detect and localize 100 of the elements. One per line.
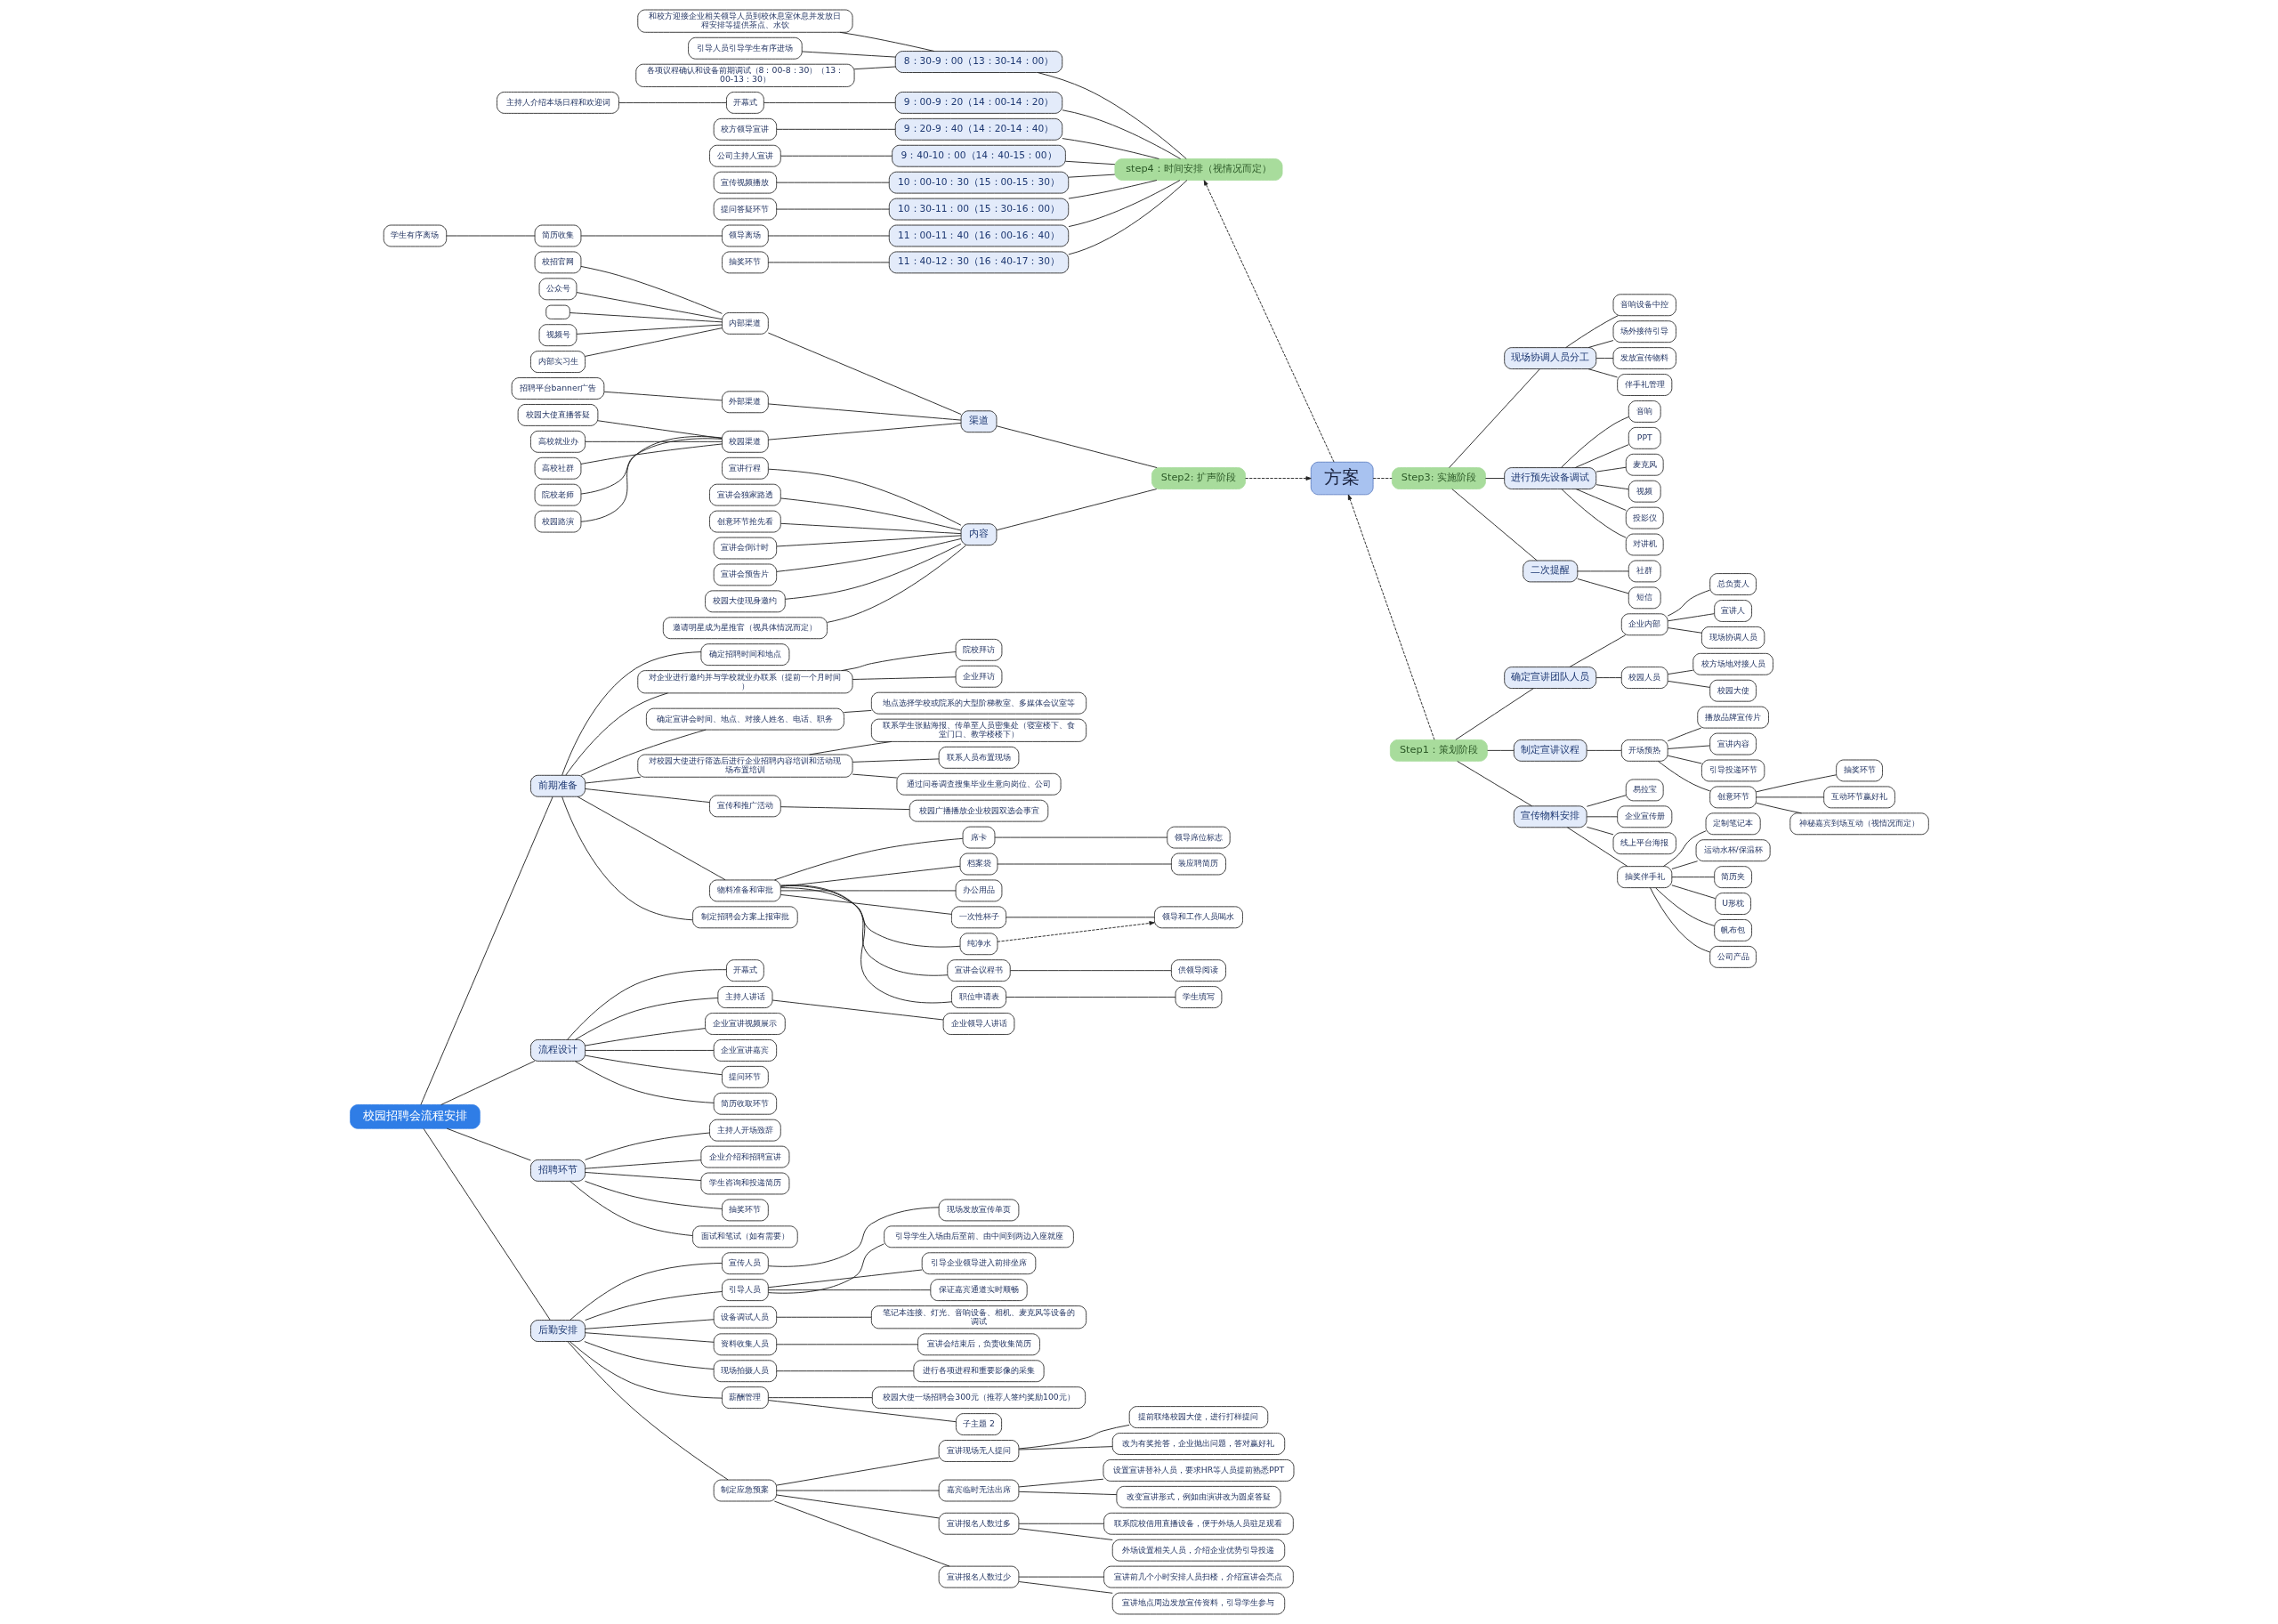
node-box: 院校拜访 (955, 638, 1002, 661)
connector (775, 1490, 940, 1491)
node-box: 现场协调人员 (1700, 626, 1765, 649)
connector (1454, 688, 1534, 740)
connector (1649, 887, 1710, 953)
node-box: 职位申请表 (950, 986, 1006, 1008)
node-box: 宣讲人 (1713, 600, 1752, 622)
connector (767, 403, 961, 421)
node-box: 视频号 (538, 324, 577, 347)
connector (767, 235, 889, 237)
node-box: 社群 (1628, 560, 1661, 583)
connector (767, 1400, 957, 1423)
connector (584, 776, 641, 784)
node-box: 领导离场 (721, 224, 769, 247)
connector (852, 758, 940, 763)
connector (775, 535, 961, 547)
node-box: 校园大使直播答疑 (517, 404, 598, 426)
connector (775, 1457, 940, 1486)
connector (446, 1127, 531, 1161)
node-box: 联系学生张贴海报、传单至人员密集处（寝室楼下、食堂门口、教学楼楼下） (870, 718, 1086, 742)
connector (1450, 489, 1538, 562)
node-box: 企业宣讲视频展示 (704, 1013, 786, 1035)
node-box: 简历收集 (534, 224, 581, 247)
node-box: 校园渠道 (721, 430, 769, 453)
node-box: 现场拍摄人员 (713, 1360, 777, 1383)
connector (852, 676, 956, 680)
node-box: 和校方迎接企业相关领导人员到校休息室休息并发放日程安排等提供茶点、水饮 (636, 9, 852, 33)
connector (775, 1370, 914, 1372)
connector (618, 101, 727, 103)
node-box: 外部渠道 (721, 391, 769, 414)
connector (1064, 160, 1115, 166)
connector (1372, 478, 1393, 479)
connector (1018, 1478, 1103, 1488)
node-box: 流程设计 (529, 1039, 586, 1062)
node-box: 学生咨询和投递简历 (699, 1172, 789, 1195)
connector (1595, 466, 1627, 473)
connector (569, 1262, 723, 1321)
node-box: 方案 (1310, 461, 1374, 496)
connector (561, 651, 701, 776)
connector (843, 709, 872, 713)
connector (1595, 484, 1629, 490)
node-box: step4：时间安排（视情况而定） (1114, 158, 1282, 181)
node-box: 神秘嘉宾到场互动（视情况而定） (1789, 812, 1929, 836)
node-box: 资料收集人员 (713, 1333, 777, 1356)
connector (1667, 627, 1702, 634)
connector (584, 440, 723, 442)
node-box: 改为有奖抢答，企业抛出问题，答对赢好礼 (1111, 1433, 1285, 1455)
connector (1667, 589, 1710, 617)
node-box: 各项议程确认和设备前期调试（8：00-8：30）（13：00-13：30） (634, 63, 854, 87)
node-box: 互动环节赢好礼 (1822, 786, 1895, 809)
node-box: 内容 (960, 523, 997, 546)
connector (1586, 795, 1627, 807)
connector (1456, 761, 1532, 807)
node-box: 引导企业领导进入前排坐席 (921, 1252, 1036, 1275)
node-box: 学生填写 (1175, 986, 1222, 1008)
connector (1018, 1446, 1113, 1450)
node-box: 高校社群 (534, 456, 581, 480)
node-box: 宣讲会独家路透 (708, 483, 781, 506)
connector (767, 1269, 923, 1289)
connector (775, 1316, 872, 1318)
connector (1005, 917, 1155, 918)
connector (1564, 315, 1619, 349)
node-box: 企业领导人讲话 (942, 1013, 1014, 1035)
node-box: 投影仪 (1625, 506, 1664, 529)
node-box: 纯净水 (959, 933, 998, 956)
connector (1587, 340, 1613, 349)
connector (1670, 885, 1716, 900)
node-box: 制定宣讲议程 (1513, 739, 1587, 762)
connector (1005, 997, 1175, 998)
node-box: 提问环节 (721, 1065, 769, 1088)
connector (1595, 358, 1613, 360)
node-box: 场外接待引导 (1612, 320, 1676, 343)
node-box: 企业拜访 (955, 665, 1002, 688)
connector (1018, 1491, 1117, 1496)
node-box: 校园大使现身邀约 (704, 590, 786, 613)
node-box: 地点选择学校或院系的大型阶梯教室、多媒体会议室等 (870, 691, 1086, 715)
connector (1662, 830, 1706, 868)
node-box: 对校园大使进行筛选后进行企业招聘内容培训和活动现场布置培训 (636, 754, 852, 778)
connector (584, 1172, 701, 1182)
connector (423, 1127, 551, 1321)
node-box: 引导人员引导学生有序进场 (687, 36, 803, 60)
connector (1654, 887, 1715, 926)
connector (997, 863, 1172, 865)
connector (597, 420, 723, 440)
connector (1657, 760, 1710, 792)
node-box: 10：00-10：30（15：00-15：30） (888, 171, 1069, 194)
connector (561, 796, 693, 921)
connector (584, 1291, 723, 1321)
connector (580, 436, 723, 522)
node-box: 内部渠道 (721, 312, 769, 335)
node-box: 抽奖环节 (721, 251, 769, 274)
connector (1569, 634, 1626, 667)
connector (775, 1344, 918, 1345)
connector (584, 1180, 723, 1209)
connector (767, 1207, 939, 1267)
node-box: 学生有序离场 (383, 224, 447, 247)
node-box: 开场预热 (1620, 739, 1668, 762)
connector (767, 422, 961, 440)
connector (773, 1500, 949, 1567)
connector (584, 327, 723, 357)
